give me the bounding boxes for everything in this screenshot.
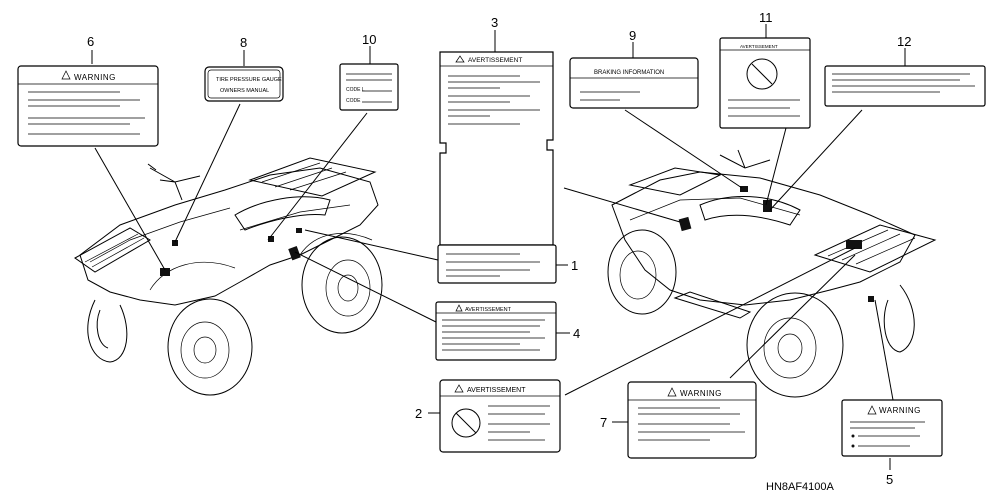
label-3-title: AVERTISSEMENT: [468, 57, 522, 64]
callout-7: 7: [600, 415, 607, 430]
label-5-warning: WARNING: [841, 399, 943, 457]
callout-numbers: 6 8 10 3 9 11 12 1 4 2 7 5: [87, 10, 911, 487]
label-6-warning: WARNING: [17, 65, 159, 147]
label-4-avertissement: AVERTISSEMENT: [435, 301, 557, 361]
label-4-title: AVERTISSEMENT: [465, 307, 512, 313]
callout-2: 2: [415, 406, 422, 421]
label-3-avertissement: AVERTISSEMENT: [439, 51, 554, 246]
callout-6: 6: [87, 34, 94, 49]
atv-right: [607, 149, 937, 398]
callout-4: 4: [573, 326, 580, 341]
callout-9: 9: [629, 28, 636, 43]
label-7-warning: WARNING: [627, 381, 757, 459]
label-8-tire: TIRE PRESSURE GAUGE OWNERS MANUAL: [204, 66, 284, 102]
label-10-code-b: CODE: [346, 98, 361, 104]
label-10-code: CODE L CODE: [339, 63, 399, 111]
callout-11: 11: [759, 10, 773, 25]
label-2-avertissement: AVERTISSEMENT: [439, 379, 561, 453]
callout-8: 8: [240, 35, 247, 50]
leader-lines: [91, 24, 906, 470]
label-2-title: AVERTISSEMENT: [467, 387, 526, 394]
atv-left: [74, 157, 383, 396]
label-1: [437, 244, 557, 284]
label-7-title: WARNING: [680, 389, 722, 398]
label-6-title: WARNING: [74, 73, 116, 82]
callout-1: 1: [571, 258, 578, 273]
callout-3: 3: [491, 15, 498, 30]
label-5-title: WARNING: [879, 406, 921, 415]
label-9-title: BRAKING INFORMATION: [594, 70, 664, 76]
label-11-title: AVERTISSEMENT: [740, 44, 778, 49]
label-8-line2: OWNERS MANUAL: [220, 88, 269, 94]
label-9-braking: BRAKING INFORMATION: [569, 57, 699, 109]
label-12: [824, 65, 986, 107]
diagram-code: HN8AF4100A: [766, 481, 835, 493]
callout-10: 10: [362, 32, 376, 47]
label-8-line1: TIRE PRESSURE GAUGE: [216, 77, 282, 83]
callout-12: 12: [897, 34, 911, 49]
callout-5: 5: [886, 472, 893, 487]
label-10-code-a: CODE L: [346, 87, 365, 93]
label-11-avertissement: AVERTISSEMENT: [719, 37, 811, 129]
